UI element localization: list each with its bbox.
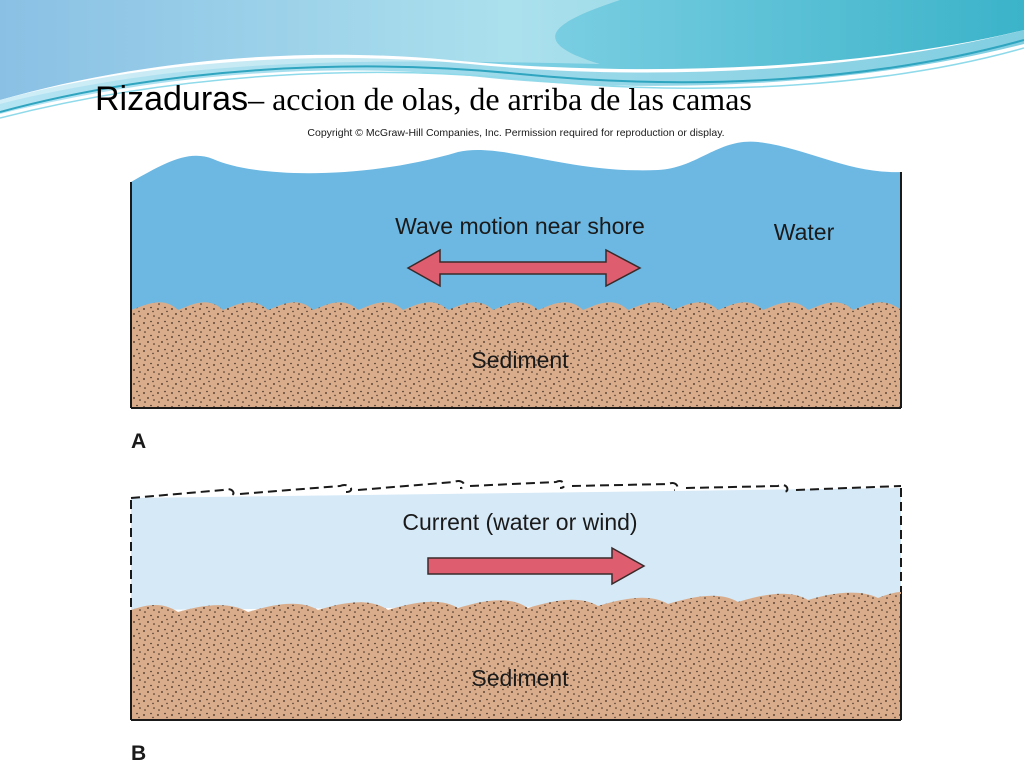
sediment-layer (131, 302, 901, 408)
slide-title-description: – accion de olas, de arriba de las camas (248, 81, 752, 117)
right-arrow (427, 546, 646, 586)
water-body (131, 141, 901, 312)
panel-a: Wave motion near shore Water Sediment A (130, 141, 902, 453)
copyright-notice: Copyright © McGraw-Hill Companies, Inc. … (307, 127, 724, 139)
dashed-surface (130, 480, 902, 499)
sediment-label-a: Sediment (471, 347, 569, 373)
panel-a-label: A (131, 430, 146, 453)
double-headed-arrow (406, 248, 642, 288)
wave-motion-label: Wave motion near shore (395, 213, 645, 239)
header-swoosh-decoration (0, 0, 1024, 119)
ripple-marks-diagram: Copyright © McGraw-Hill Companies, Inc. … (130, 127, 902, 765)
ripple-marks-figure: Copyright © McGraw-Hill Companies, Inc. … (128, 124, 904, 768)
slide-title: Rizaduras– accion de olas, de arriba de … (95, 80, 752, 119)
sediment-layer-b (131, 592, 901, 720)
current-body (131, 488, 901, 610)
panel-b-label: B (131, 742, 146, 765)
water-label: Water (774, 219, 835, 245)
slide-title-keyword: Rizaduras (95, 80, 249, 118)
sediment-label-b: Sediment (471, 665, 569, 691)
panel-b: Current (water or wind) Sediment B (130, 480, 902, 765)
current-label: Current (water or wind) (402, 509, 637, 535)
